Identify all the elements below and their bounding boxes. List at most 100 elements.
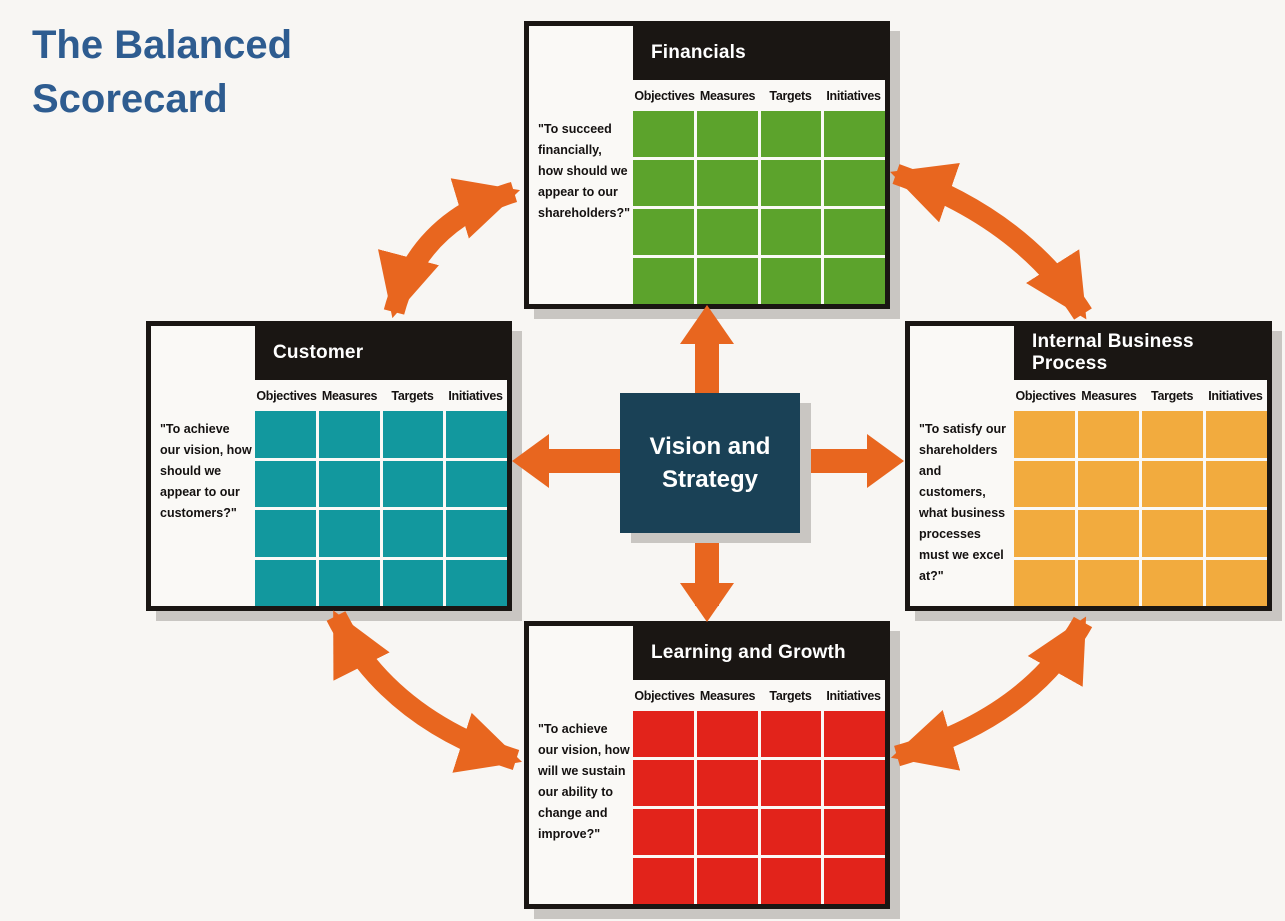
column-header-initiatives: Initiatives [448, 388, 503, 403]
customer-table: Customer Objectives Measures Targets Ini… [255, 326, 507, 606]
grid-cell [1142, 559, 1203, 606]
arrow-up-head [680, 305, 734, 344]
grid-cell [760, 111, 822, 157]
curved-arrow-bottom-left [326, 610, 522, 773]
financials-card: "To succeed financially, how should we a… [524, 21, 890, 309]
grid-cell [446, 460, 507, 507]
financials-question: "To succeed financially, how should we a… [538, 122, 631, 220]
grid-cell [1078, 411, 1139, 458]
column-header-measures: Measures [1081, 388, 1137, 403]
grid-cell [446, 510, 507, 557]
grid-cell [633, 711, 694, 757]
grid-cell [1142, 460, 1203, 507]
curved-arrow-top-left [378, 178, 521, 319]
arrow-right-head [867, 434, 904, 488]
customer-card: "To achieve our vision, how should we ap… [146, 321, 512, 611]
curved-arrow-top-right [890, 162, 1092, 320]
grid-cell [760, 858, 822, 904]
customer-title: Customer [255, 326, 507, 380]
page-title: The Balanced Scorecard [32, 23, 293, 121]
learning-table: Learning and Growth Objectives Measures … [633, 626, 885, 904]
grid-cell [633, 858, 694, 904]
arrow-down-head [680, 583, 734, 622]
grid-cell [760, 760, 822, 806]
internal-business-process-card: "To satisfy our shareholders and custome… [905, 321, 1272, 611]
grid-cell [760, 160, 822, 206]
learning-column-headers: Objectives Measures Targets Initiatives [633, 680, 885, 711]
learning-and-growth-card: "To achieve our vision, how will we sust… [524, 621, 890, 909]
grid-cell [255, 559, 316, 606]
grid-cell [318, 411, 380, 458]
grid-cell [318, 559, 380, 606]
grid-cell [696, 858, 758, 904]
grid-cell [760, 809, 822, 855]
learning-question: "To achieve our vision, how will we sust… [538, 722, 630, 841]
grid-cell [1206, 559, 1267, 606]
grid-cell [824, 858, 885, 904]
internal-column-headers: Objectives Measures Targets Initiatives [1014, 380, 1267, 411]
grid-cell [696, 809, 758, 855]
grid-cell [633, 160, 694, 206]
column-header-initiatives: Initiatives [1208, 388, 1263, 403]
grid-cell [633, 258, 694, 304]
financials-column-headers: Objectives Measures Targets Initiatives [633, 80, 885, 111]
grid-cell [824, 111, 885, 157]
grid-cell [760, 209, 822, 255]
grid-cell [633, 760, 694, 806]
column-header-initiatives: Initiatives [826, 88, 881, 103]
grid-cell [696, 258, 758, 304]
grid-cell [1078, 460, 1139, 507]
grid-cell [633, 209, 694, 255]
grid-cell [696, 160, 758, 206]
financials-table: Financials Objectives Measures Targets I… [633, 26, 885, 304]
grid-cell [696, 209, 758, 255]
financials-grid [633, 111, 885, 304]
grid-cell [1078, 510, 1139, 557]
grid-cell [382, 411, 444, 458]
vision-and-strategy-box: Vision and Strategy [620, 393, 800, 533]
grid-cell [1206, 411, 1267, 458]
grid-cell [318, 460, 380, 507]
column-header-targets: Targets [769, 88, 812, 103]
column-header-objectives: Objectives [256, 388, 317, 403]
grid-cell [1014, 510, 1075, 557]
grid-cell [318, 510, 380, 557]
arrow-left-head [512, 434, 549, 488]
grid-cell [1206, 460, 1267, 507]
customer-column-headers: Objectives Measures Targets Initiatives [255, 380, 507, 411]
grid-cell [760, 711, 822, 757]
vision-and-strategy-label: Vision and Strategy [649, 433, 771, 493]
column-header-targets: Targets [391, 388, 434, 403]
grid-cell [1206, 510, 1267, 557]
grid-cell [382, 460, 444, 507]
grid-cell [446, 411, 507, 458]
column-header-measures: Measures [699, 688, 756, 703]
curved-arrow-bottom-right [890, 616, 1093, 771]
grid-cell [1014, 411, 1075, 458]
grid-cell [824, 711, 885, 757]
learning-title: Learning and Growth [633, 626, 885, 680]
column-header-initiatives: Initiatives [826, 688, 881, 703]
grid-cell [255, 510, 316, 557]
internal-title: Internal Business Process [1014, 326, 1267, 380]
customer-question: "To achieve our vision, how should we ap… [160, 422, 252, 520]
grid-cell [446, 559, 507, 606]
grid-cell [633, 111, 694, 157]
column-header-measures: Measures [321, 388, 378, 403]
grid-cell [255, 411, 316, 458]
grid-cell [255, 460, 316, 507]
grid-cell [633, 809, 694, 855]
grid-cell [760, 258, 822, 304]
internal-grid [1014, 411, 1267, 606]
grid-cell [824, 760, 885, 806]
learning-grid [633, 711, 885, 904]
grid-cell [824, 809, 885, 855]
customer-grid [255, 411, 507, 606]
grid-cell [696, 711, 758, 757]
grid-cell [1142, 411, 1203, 458]
column-header-targets: Targets [769, 688, 812, 703]
grid-cell [1078, 559, 1139, 606]
grid-cell [382, 559, 444, 606]
grid-cell [696, 111, 758, 157]
